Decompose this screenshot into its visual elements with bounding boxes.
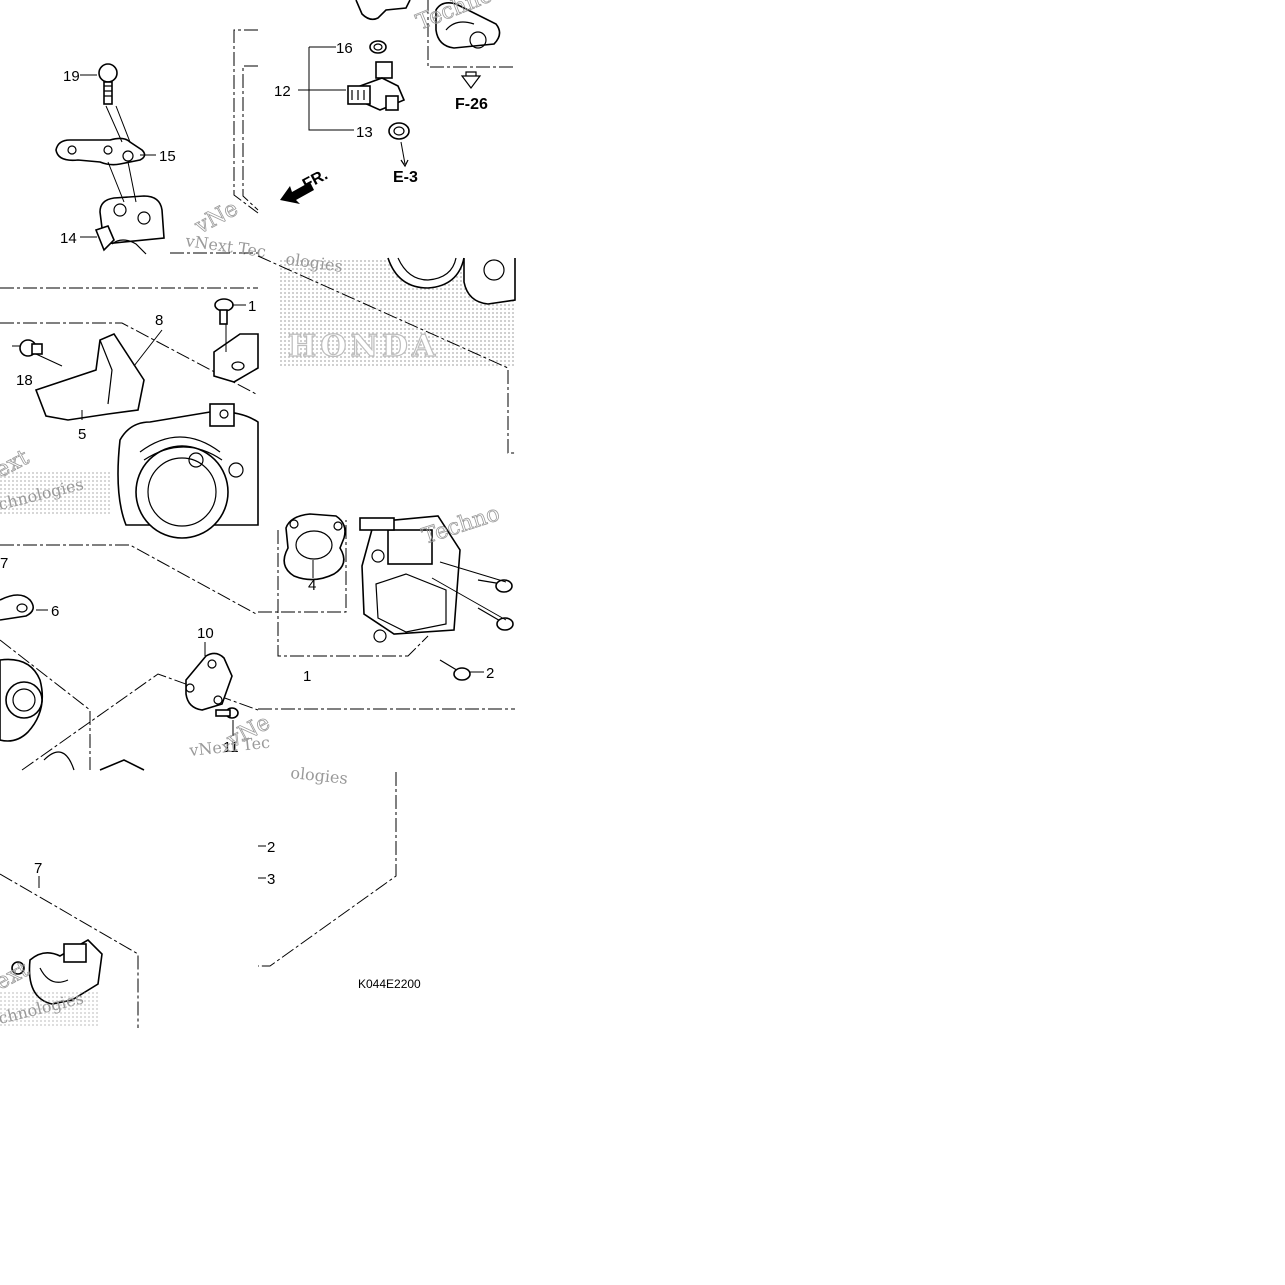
callout-8: 8 bbox=[155, 312, 163, 329]
throttle-body bbox=[117, 403, 259, 539]
tile-left-lower: 7 6 10 11 vNext Tec vNe bbox=[0, 544, 275, 771]
callout-2-bottom: 2 bbox=[267, 839, 275, 856]
holder-14 bbox=[94, 195, 165, 255]
bracket-5 bbox=[34, 332, 145, 421]
callout-19: 19 bbox=[63, 68, 80, 85]
bolt-19 bbox=[98, 63, 118, 105]
tile-right-lower: 4 1 2 Techno bbox=[258, 501, 515, 710]
watermark-ext-2: ext bbox=[0, 957, 33, 995]
callout-3-bottom: 3 bbox=[267, 871, 275, 888]
screw-11 bbox=[215, 707, 239, 719]
callout-6: 6 bbox=[51, 603, 59, 620]
callout-18: 18 bbox=[16, 372, 33, 389]
callout-2-right: 2 bbox=[486, 665, 494, 682]
throttle-sensor-1 bbox=[359, 515, 461, 643]
o-ring-16 bbox=[369, 40, 387, 54]
callout-4: 4 bbox=[308, 577, 316, 594]
callout-12: 12 bbox=[274, 83, 291, 100]
screw-2-upper bbox=[477, 579, 513, 593]
sensor-7 bbox=[11, 939, 103, 1005]
callout-10: 10 bbox=[197, 625, 214, 642]
callout-7-mid: 7 bbox=[0, 555, 8, 572]
gasket-4 bbox=[283, 513, 346, 581]
callout-16: 16 bbox=[336, 40, 353, 57]
ref-e3: E-3 bbox=[393, 169, 418, 186]
front-direction-arrow bbox=[280, 182, 314, 204]
tile-right-upper: HONDA ologies bbox=[257, 249, 516, 454]
watermark-ologies-2: ologies bbox=[290, 763, 349, 788]
callout-11: 11 bbox=[223, 739, 239, 756]
plate-10 bbox=[185, 652, 233, 711]
tile-top-right: F-26 16 12 13 E-3 FR. Techno bbox=[233, 0, 515, 214]
screw-2-lower bbox=[439, 659, 471, 681]
callout-13: 13 bbox=[356, 124, 373, 141]
callout-7-bottom: 7 bbox=[34, 860, 42, 877]
watermark-echno-2: Techno bbox=[419, 501, 503, 549]
stay-15 bbox=[55, 137, 146, 166]
callout-5: 5 bbox=[78, 426, 86, 443]
callout-1-top: 1 bbox=[248, 298, 256, 315]
tile-left-middle: 8 1 18 5 ext chnologies bbox=[0, 287, 259, 539]
screw-18 bbox=[19, 339, 43, 357]
watermark-tec: vNext Tec bbox=[183, 231, 267, 261]
callout-14: 14 bbox=[60, 230, 77, 247]
callout-1-lower: 1 bbox=[303, 668, 311, 685]
honda-logo: HONDA bbox=[288, 329, 439, 364]
washer-13 bbox=[388, 122, 410, 140]
callout-15: 15 bbox=[159, 148, 176, 165]
screw-1 bbox=[214, 298, 234, 325]
sensor-12 bbox=[347, 61, 406, 111]
screw-3 bbox=[477, 607, 514, 631]
ref-f26: F-26 bbox=[455, 96, 488, 113]
tile-top-left: 19 15 14 vNext Tec vNe bbox=[55, 63, 267, 261]
tile-bottom: 7 2 3 K044E2200 ologies ext chnologies bbox=[0, 763, 421, 1028]
drawing-code: K044E2200 bbox=[358, 977, 421, 991]
